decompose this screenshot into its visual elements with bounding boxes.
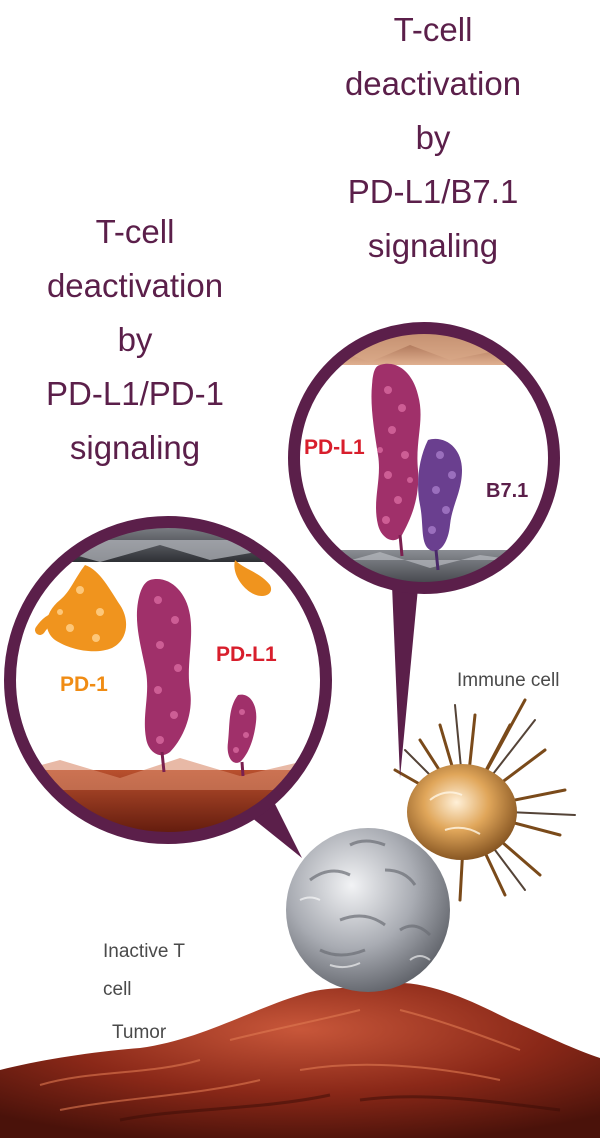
- caption-line: deactivation: [46, 267, 224, 304]
- caption-line: signaling: [69, 429, 201, 466]
- label-pd-l1-right: PD-L1: [304, 436, 365, 459]
- caption-line: T-cell: [393, 11, 473, 48]
- t-cell-sphere: [286, 828, 450, 992]
- caption-line: T-cell: [95, 213, 175, 250]
- tumor-illustration: [0, 982, 600, 1138]
- caption-line: PD-L1/B7.1: [347, 173, 519, 210]
- caption-line: PD-L1/PD-1: [46, 375, 224, 412]
- label-b7-1: B7.1: [486, 480, 529, 502]
- caption-line: deactivation: [344, 65, 522, 102]
- label-line: cell: [103, 979, 132, 1000]
- pd-l1-protein-right: [371, 363, 421, 557]
- pd-l1-protein-small: [227, 694, 257, 777]
- caption-line: by: [415, 119, 451, 156]
- b7-1-protein: [418, 438, 462, 571]
- spiky-immune-cell: [393, 698, 576, 902]
- pd-1-protein: [35, 565, 127, 652]
- pd-l1-protein-left: [136, 579, 192, 773]
- label-immune-cell: Immune cell: [457, 670, 560, 691]
- caption-line: signaling: [367, 227, 499, 264]
- zoom-callout-left: [4, 516, 332, 858]
- label-pd-1: PD-1: [60, 673, 108, 696]
- label-pd-l1-left: PD-L1: [216, 643, 277, 666]
- label-line: Inactive T: [103, 941, 186, 962]
- caption-pd-l1-b7-1: T-cell deactivation by PD-L1/B7.1 signal…: [318, 3, 548, 273]
- label-tumor: Tumor: [112, 1022, 167, 1043]
- label-inactive-t-cell: Inactive T cell: [103, 933, 185, 1009]
- caption-pd-l1-pd-1: T-cell deactivation by PD-L1/PD-1 signal…: [10, 205, 260, 475]
- caption-line: by: [117, 321, 153, 358]
